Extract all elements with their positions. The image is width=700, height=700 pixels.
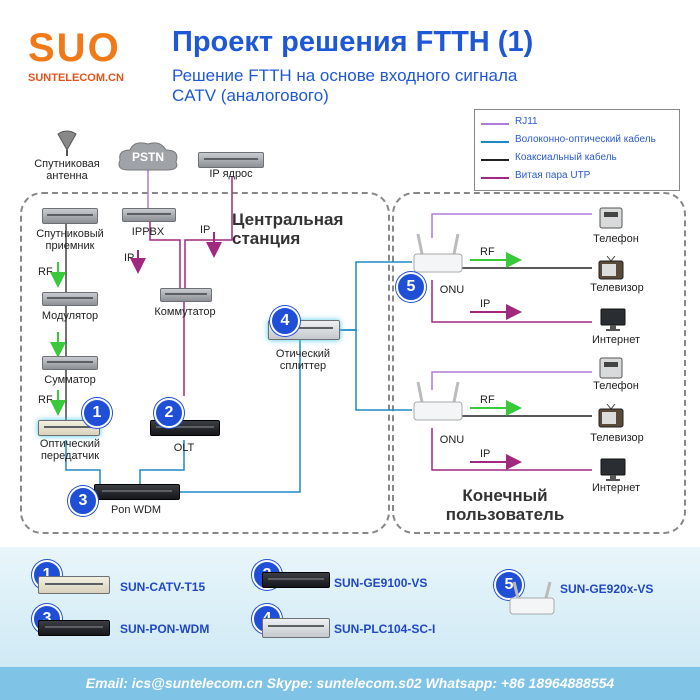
router-icon — [413, 233, 463, 273]
central-station-title: Центральная станция — [232, 210, 344, 248]
utp-line — [431, 428, 592, 471]
brand-site: SUNTELECOM.CN — [28, 72, 124, 84]
combiner-label: Сумматор — [44, 374, 96, 386]
ippbx-device — [122, 208, 176, 222]
rf-signal-label: RF — [38, 266, 53, 278]
legend-label: RJ11 — [515, 116, 538, 127]
badge-1: 1 — [82, 398, 112, 428]
product-name-4: SUN-PLC104-SC-I — [334, 622, 436, 636]
product-name-5: SUN-GE920x-VS — [560, 582, 654, 596]
utp-line — [431, 280, 592, 323]
utp-line — [149, 222, 181, 288]
onu-label: ONU — [439, 434, 465, 446]
modulator-label: Модулятор — [41, 310, 99, 322]
ip-signal-label: IP — [200, 224, 211, 236]
brand-logo: SUO SUNTELECOM.CN — [28, 28, 148, 88]
pstn-label: PSTN — [131, 150, 164, 164]
rf-signal-label: RF — [480, 246, 495, 258]
ip-signal-label: IP — [124, 252, 135, 264]
page-title: Проект решения FTTH (1) — [172, 26, 534, 58]
product-band — [0, 547, 700, 667]
legend-item: RJ11 — [481, 116, 677, 130]
optical-transmitter-device — [38, 420, 100, 436]
product-image-catv — [38, 576, 110, 594]
fiber-line — [65, 440, 101, 484]
tv-icon — [598, 256, 624, 280]
satellite-antenna-label: Спутниковая антенна — [34, 158, 100, 182]
rf-signal-label: RF — [480, 394, 495, 406]
telephone-icon — [599, 207, 623, 229]
cloud-icon — [118, 142, 178, 171]
badge-3: 3 — [68, 486, 98, 516]
ip-core-device — [198, 152, 264, 168]
page-subtitle: Решение FTTH на основе входного сигнала … — [172, 66, 518, 105]
optical-transmitter-label: Оптический передатчик — [39, 438, 101, 462]
router-icon — [413, 381, 463, 421]
fiber-line — [139, 440, 185, 484]
legend-item: Коаксиальный кабель — [481, 152, 677, 166]
utp-line — [184, 176, 233, 288]
satellite-receiver-device — [42, 208, 98, 224]
product-image-wdm — [38, 620, 110, 636]
rf-signal-label: RF — [38, 394, 53, 406]
legend-swatch — [481, 123, 509, 125]
brand-logo-mark: SUO — [28, 26, 121, 70]
connection-lines — [50, 170, 592, 493]
combiner-device — [42, 356, 98, 370]
badge-4: 4 — [270, 306, 300, 336]
ip-signal-label: IP — [480, 298, 491, 310]
legend-item: Волоконно-оптический кабель — [481, 134, 677, 148]
legend-swatch — [481, 141, 509, 143]
onu-label: ONU — [439, 284, 465, 296]
switch-device — [160, 288, 212, 302]
product-name-3: SUN-PON-WDM — [120, 622, 210, 636]
satellite-receiver-label: Спутниковый приемник — [36, 228, 104, 252]
monitor-icon — [600, 458, 626, 481]
tv-icon — [598, 404, 624, 428]
product-name-1: SUN-CATV-T15 — [120, 580, 206, 594]
rj11-line — [431, 371, 592, 390]
legend-label: Коаксиальный кабель — [515, 152, 617, 163]
switch-label: Коммутатор — [154, 306, 216, 318]
splitter-label: Отический сплиттер — [275, 348, 331, 372]
product-badge-5: 5 — [494, 570, 524, 600]
product-image-splitter — [262, 618, 330, 638]
rj11-line — [431, 213, 592, 238]
internet-label: Интернет — [592, 334, 640, 346]
central-station-region — [20, 192, 390, 534]
pon-wdm-device — [94, 484, 180, 500]
tv-label: Телевизор — [590, 432, 644, 444]
ip-core-label: IP ядрос — [209, 168, 253, 180]
footer: Email: ics@suntelecom.cn Skype: suntelec… — [0, 667, 700, 700]
phone-label: Телефон — [593, 380, 639, 392]
modulator-device — [42, 292, 98, 306]
end-user-region — [392, 192, 686, 534]
legend-swatch — [481, 177, 509, 179]
tv-label: Телевизор — [590, 282, 644, 294]
satellite-dish-icon — [57, 130, 77, 156]
badge-5: 5 — [396, 272, 426, 302]
legend-swatch — [481, 159, 509, 161]
telephone-icon — [599, 357, 623, 379]
internet-label: Интернет — [592, 482, 640, 494]
ip-signal-label: IP — [480, 448, 491, 460]
ippbx-label: IPPBX — [131, 226, 165, 238]
footer-contacts: Email: ics@suntelecom.cn Skype: suntelec… — [85, 675, 615, 691]
fiber-line — [338, 329, 412, 411]
legend: RJ11 Волоконно-оптический кабель Коаксиа… — [474, 109, 680, 191]
legend-item: Витая пара UTP — [481, 170, 677, 184]
badge-2: 2 — [154, 398, 184, 428]
product-name-2: SUN-GE9100-VS — [334, 576, 428, 590]
product-image-olt — [262, 572, 330, 588]
phone-label: Телефон — [593, 233, 639, 245]
monitor-icon — [600, 308, 626, 331]
router-icon — [509, 581, 555, 615]
pon-wdm-label: Pon WDM — [110, 504, 162, 516]
fiber-line — [178, 334, 301, 493]
legend-label: Волоконно-оптический кабель — [515, 134, 656, 145]
olt-label: OLT — [173, 442, 195, 454]
legend-label: Витая пара UTP — [515, 170, 591, 181]
end-user-title: Конечный пользователь — [445, 486, 565, 524]
